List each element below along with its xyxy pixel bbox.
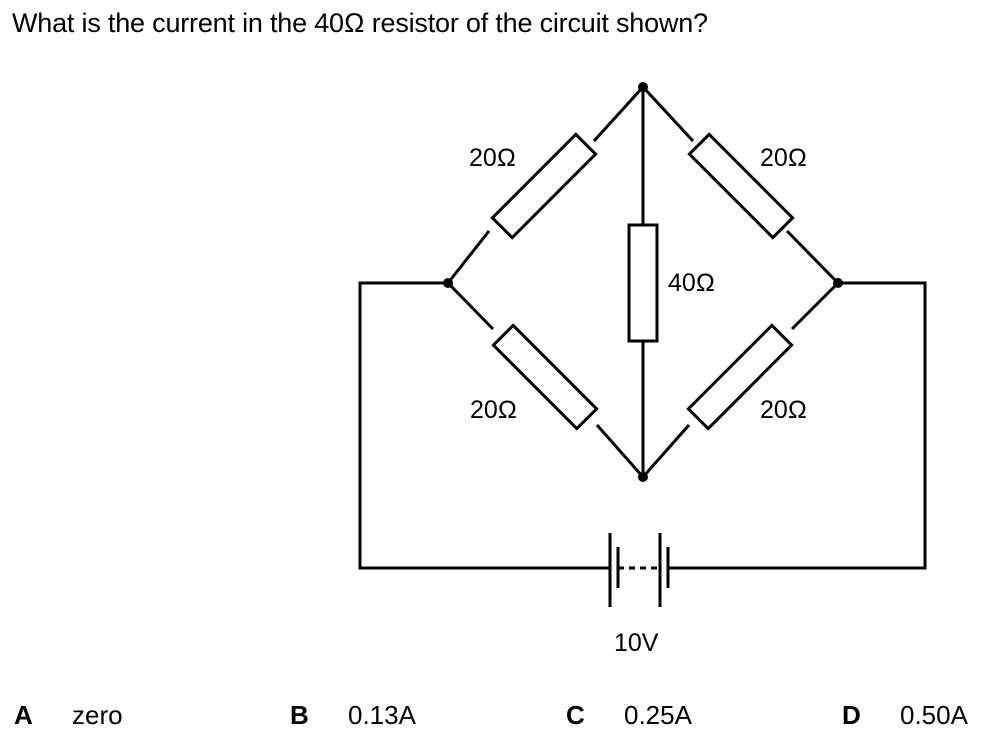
node-top: [638, 82, 648, 92]
resistor-bottom-right: [686, 323, 794, 431]
option-b-text: 0.13A: [348, 700, 416, 730]
label-bottom-left: 20Ω: [470, 396, 517, 424]
node-left: [443, 278, 453, 288]
resistor-bottom-left: [491, 323, 599, 431]
wire-tr-a: [641, 85, 695, 143]
wire-tr-b: [785, 229, 840, 285]
label-middle: 40Ω: [668, 269, 715, 297]
option-d-text: 0.50A: [900, 700, 968, 730]
option-a-text: zero: [72, 700, 123, 730]
option-b-letter: B: [290, 700, 309, 730]
wire-bl-a: [446, 281, 495, 331]
wire-left: [358, 281, 610, 570]
resistor-middle: [627, 223, 659, 343]
node-right: [833, 278, 843, 288]
battery: [608, 533, 670, 607]
label-battery: 10V: [614, 629, 659, 657]
wire-tl-a: [446, 230, 491, 284]
label-top-right: 20Ω: [760, 144, 807, 172]
option-d-letter: D: [842, 700, 861, 730]
label-bottom-right: 20Ω: [760, 396, 807, 424]
wire-br-a: [641, 424, 691, 478]
wire-right: [668, 281, 927, 570]
question-text: What is the current in the 40Ω resistor …: [12, 8, 708, 38]
wire-tl-b: [592, 85, 645, 143]
option-a-letter: A: [14, 700, 33, 730]
wire-bl-b: [595, 424, 645, 478]
label-top-left: 20Ω: [469, 144, 516, 172]
resistor-top-right: [687, 132, 795, 240]
wire-br-b: [790, 281, 840, 331]
resistor-top-left: [490, 132, 598, 240]
option-c-text: 0.25A: [624, 700, 692, 730]
node-bottom: [638, 472, 648, 482]
option-c-letter: C: [566, 700, 585, 730]
